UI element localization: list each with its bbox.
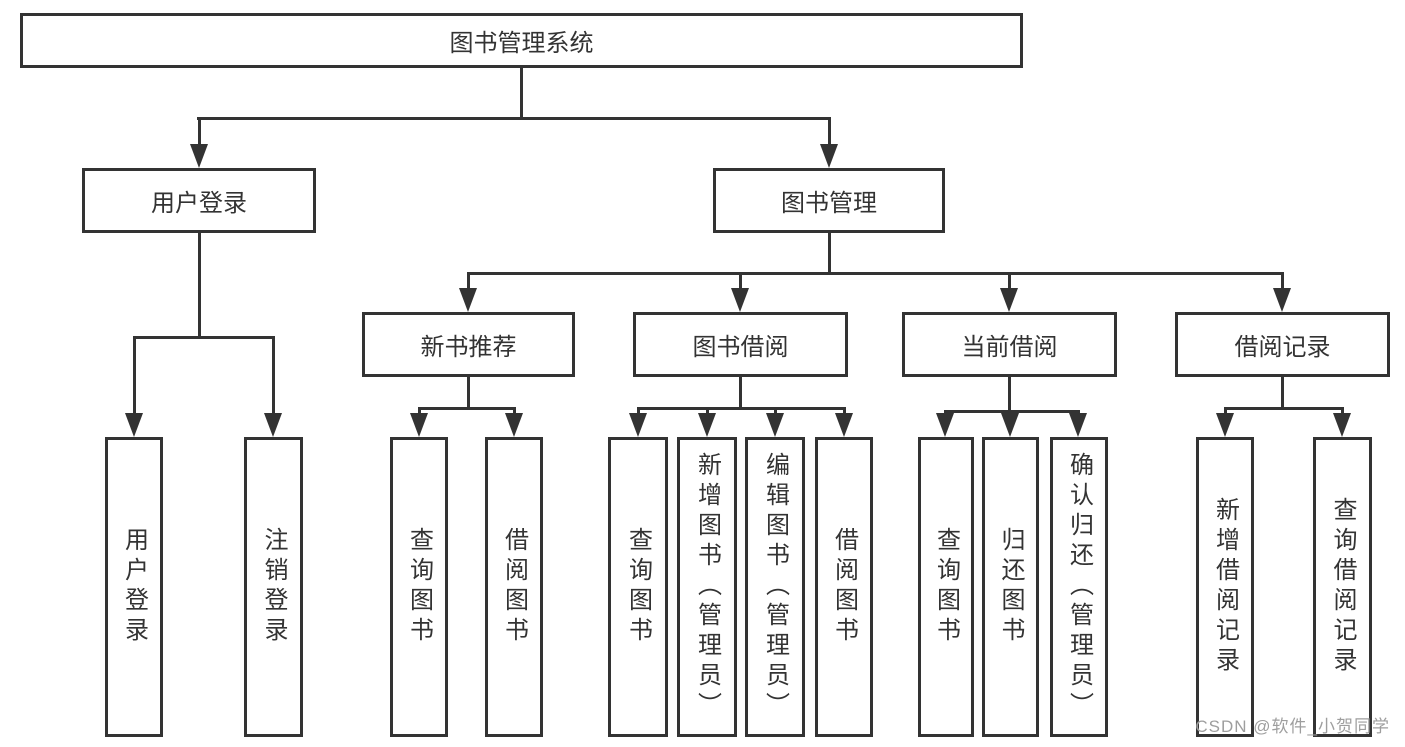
arrowhead-down-icon <box>1273 288 1291 312</box>
arrowhead-down-icon <box>820 144 838 168</box>
connector-line <box>828 117 831 146</box>
leaf-user-login: 用户登录 <box>105 437 163 737</box>
leaf-logout: 注销登录 <box>244 437 303 737</box>
connector-line <box>272 336 275 415</box>
leaf-records-query-record-label: 查询借阅记录 <box>1329 497 1356 677</box>
connector-line <box>198 117 201 146</box>
node-current-borrowing: 当前借阅 <box>902 312 1117 377</box>
node-borrowing-records-label: 借阅记录 <box>1234 334 1331 361</box>
connector-line <box>843 407 846 415</box>
arrowhead-down-icon <box>1001 413 1019 437</box>
connector-line <box>513 407 516 415</box>
leaf-logout-label: 注销登录 <box>260 527 287 647</box>
connector-line <box>467 272 470 290</box>
connector-line <box>1224 407 1343 410</box>
connector-line <box>944 410 947 415</box>
leaf-current-return-books: 归还图书 <box>982 437 1039 737</box>
leaf-borrowing-add-books-admin: 新增图书（管理员） <box>677 437 737 737</box>
connector-line <box>1008 272 1011 290</box>
leaf-current-query-books: 查询图书 <box>918 437 974 737</box>
connector-line <box>1281 377 1284 408</box>
leaf-records-add-record: 新增借阅记录 <box>1196 437 1254 737</box>
node-current-borrowing-label: 当前借阅 <box>961 334 1058 361</box>
arrowhead-down-icon <box>731 288 749 312</box>
arrowhead-down-icon <box>766 413 784 437</box>
leaf-records-add-record-label: 新增借阅记录 <box>1211 497 1239 677</box>
connector-line <box>133 336 274 339</box>
leaf-borrowing-borrow-books: 借阅图书 <box>815 437 873 737</box>
node-user-login-label: 用户登录 <box>151 190 247 217</box>
arrowhead-down-icon <box>1000 288 1018 312</box>
connector-line <box>1077 410 1080 415</box>
arrowhead-down-icon <box>459 288 477 312</box>
leaf-newbook-borrow-books: 借阅图书 <box>485 437 543 737</box>
connector-line <box>739 272 742 290</box>
connector-line <box>1008 377 1011 411</box>
arrowhead-down-icon <box>1216 413 1234 437</box>
connector-line <box>739 377 742 408</box>
node-book-management-label: 图书管理 <box>781 190 877 217</box>
node-user-login: 用户登录 <box>82 168 316 233</box>
connector-line <box>418 407 516 410</box>
node-library-system-label: 图书管理系统 <box>449 30 594 57</box>
connector-line <box>198 233 201 336</box>
arrowhead-down-icon <box>125 413 143 437</box>
node-new-book-recommend: 新书推荐 <box>362 312 575 377</box>
leaf-current-return-books-label: 归还图书 <box>997 527 1024 647</box>
connector-line <box>1224 407 1227 415</box>
leaf-borrowing-edit-books-admin-label: 编辑图书（管理员） <box>761 452 789 722</box>
connector-line <box>133 336 136 415</box>
node-library-system: 图书管理系统 <box>20 13 1023 68</box>
connector-line <box>520 68 523 117</box>
leaf-records-query-record: 查询借阅记录 <box>1313 437 1372 737</box>
connector-line <box>774 407 777 415</box>
node-book-management: 图书管理 <box>713 168 945 233</box>
node-book-borrowing: 图书借阅 <box>633 312 848 377</box>
connector-line <box>828 233 831 275</box>
connector-line <box>1009 410 1012 415</box>
node-borrowing-records: 借阅记录 <box>1175 312 1390 377</box>
node-book-borrowing-label: 图书借阅 <box>692 334 789 361</box>
leaf-borrowing-query-books: 查询图书 <box>608 437 668 737</box>
leaf-borrowing-borrow-books-label: 借阅图书 <box>830 527 858 647</box>
arrowhead-down-icon <box>1333 413 1351 437</box>
arrowhead-down-icon <box>410 413 428 437</box>
leaf-newbook-borrow-books-label: 借阅图书 <box>500 527 528 647</box>
node-new-book-recommend-label: 新书推荐 <box>420 334 517 361</box>
arrowhead-down-icon <box>264 413 282 437</box>
leaf-borrowing-query-books-label: 查询图书 <box>624 527 652 647</box>
connector-line <box>637 407 846 410</box>
connector-line <box>418 407 421 415</box>
connector-line <box>467 272 1284 275</box>
arrowhead-down-icon <box>505 413 523 437</box>
connector-line <box>1341 407 1344 415</box>
leaf-user-login-label: 用户登录 <box>120 527 148 647</box>
leaf-current-confirm-return-admin-label: 确认归还（管理员） <box>1065 452 1093 722</box>
watermark-text: CSDN @软件_小贺同学 <box>1195 717 1390 736</box>
leaf-borrowing-add-books-admin-label: 新增图书（管理员） <box>693 452 721 722</box>
arrowhead-down-icon <box>190 144 208 168</box>
arrowhead-down-icon <box>936 413 954 437</box>
arrowhead-down-icon <box>698 413 716 437</box>
connector-line <box>197 117 831 120</box>
arrowhead-down-icon <box>629 413 647 437</box>
arrowhead-down-icon <box>835 413 853 437</box>
leaf-borrowing-edit-books-admin: 编辑图书（管理员） <box>745 437 805 737</box>
leaf-newbook-query-books-label: 查询图书 <box>405 527 433 647</box>
connector-line <box>467 377 470 408</box>
arrowhead-down-icon <box>1069 413 1087 437</box>
connector-line <box>1281 272 1284 290</box>
connector-line <box>706 407 709 415</box>
connector-line <box>637 407 640 415</box>
leaf-current-confirm-return-admin: 确认归还（管理员） <box>1050 437 1108 737</box>
leaf-newbook-query-books: 查询图书 <box>390 437 448 737</box>
leaf-current-query-books-label: 查询图书 <box>932 527 960 647</box>
